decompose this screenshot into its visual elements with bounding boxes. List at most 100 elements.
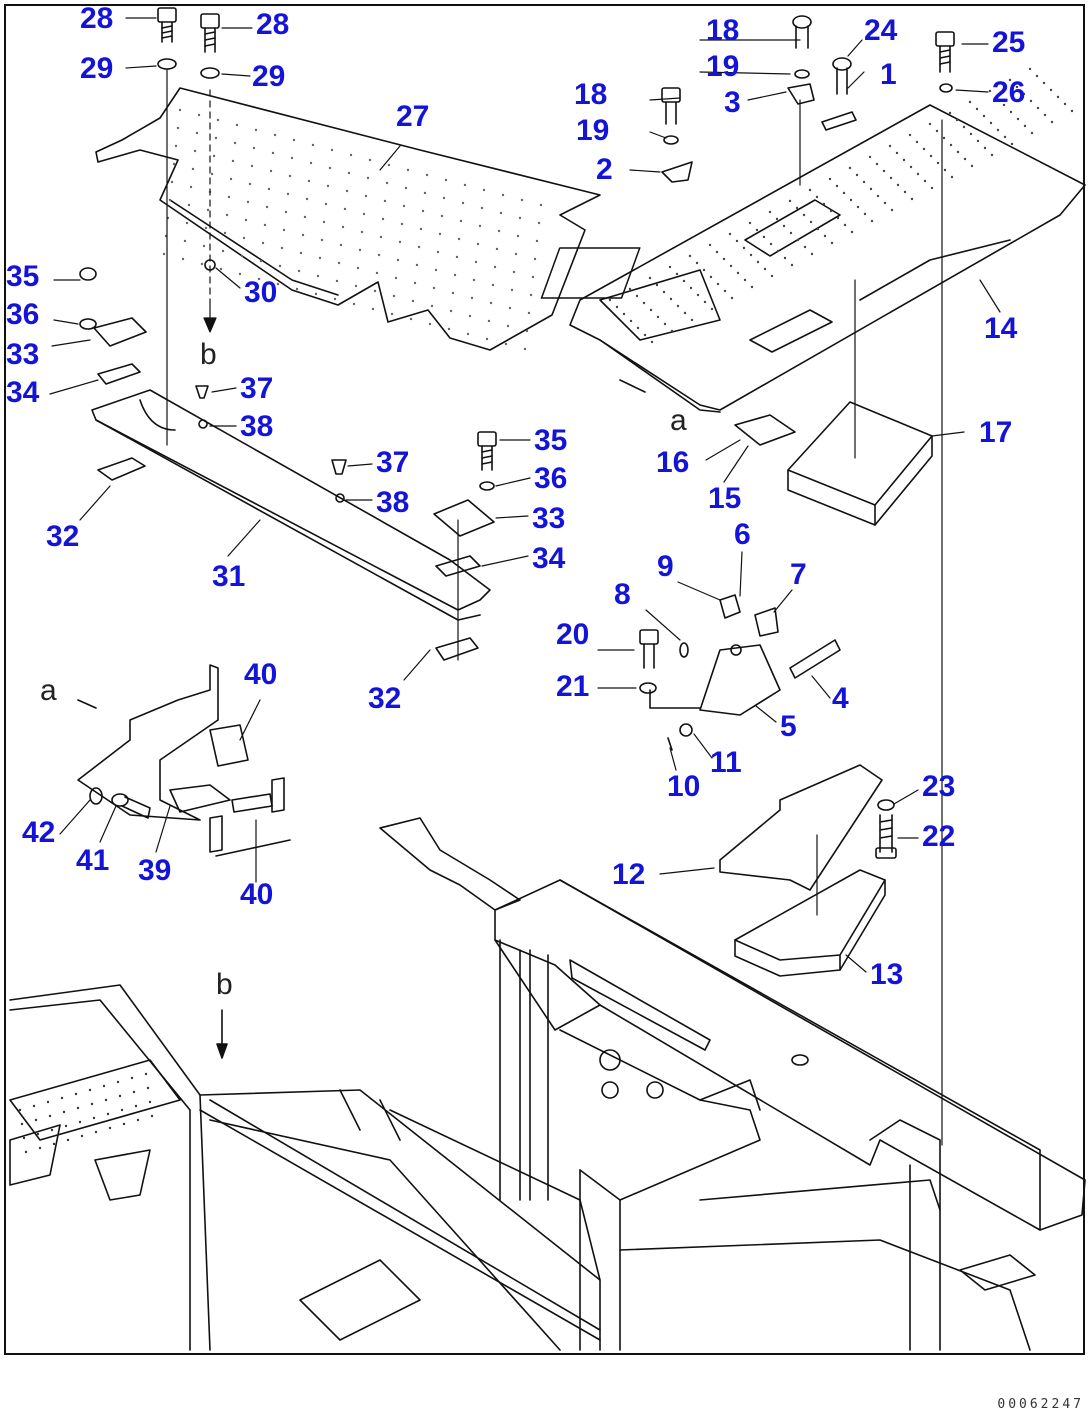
- console-hole: [709, 275, 713, 279]
- grate-hole: [24, 1150, 28, 1154]
- plate-hole: [248, 182, 252, 186]
- console-hole: [762, 235, 766, 239]
- plate-hole: [354, 284, 358, 288]
- console-hole: [710, 307, 714, 311]
- part-label-13: 13: [870, 958, 904, 991]
- plate-hole: [432, 286, 436, 290]
- leader-line: [49, 379, 99, 395]
- leader-line: [155, 805, 171, 853]
- console-hole: [782, 224, 786, 228]
- console-hole: [629, 319, 633, 323]
- console-hole: [1030, 131, 1034, 135]
- grate-hole: [118, 1094, 122, 1098]
- plate-hole: [537, 221, 541, 225]
- console-hole: [648, 276, 652, 280]
- plate-hole: [295, 287, 299, 291]
- grate-hole: [150, 1114, 154, 1118]
- console-hole: [930, 186, 934, 190]
- plate-hole: [489, 301, 493, 305]
- console-hole: [922, 147, 926, 151]
- grate-hole: [132, 1090, 136, 1094]
- console-hole: [608, 298, 612, 302]
- plate-hole: [200, 262, 204, 266]
- console-hole: [1023, 124, 1027, 128]
- plate-hole: [352, 302, 356, 306]
- part-label-35: 35: [6, 260, 40, 293]
- plate-hole: [299, 251, 303, 255]
- plate-hole: [273, 133, 277, 137]
- plate-hole: [381, 217, 385, 221]
- leader-line: [645, 609, 681, 641]
- grate-hole: [116, 1080, 120, 1084]
- part-label-30: 30: [244, 276, 278, 309]
- bolt-35-left: [79, 267, 97, 281]
- plate-hole: [377, 253, 381, 257]
- leader-line: [677, 581, 721, 601]
- plate-hole: [204, 226, 208, 230]
- console-hole: [795, 206, 799, 210]
- plate-hole: [485, 337, 489, 341]
- plate-hole: [497, 229, 501, 233]
- plate-hole: [254, 128, 258, 132]
- plate-hole: [491, 283, 495, 287]
- plate-hole: [318, 256, 322, 260]
- console-hole: [796, 238, 800, 242]
- console-hole: [996, 128, 1000, 132]
- plate-hole: [240, 254, 244, 258]
- console-hole: [683, 311, 687, 315]
- console-hole: [1070, 109, 1074, 113]
- plate-hole: [417, 245, 421, 249]
- plate-hole: [261, 241, 265, 245]
- leader-line: [699, 71, 791, 75]
- plate-hole: [444, 178, 448, 182]
- plate-hole: [396, 258, 400, 262]
- console-hole: [963, 157, 967, 161]
- pad-34-right: [435, 555, 481, 577]
- part-label-28: 28: [256, 8, 290, 41]
- console-hole: [1016, 117, 1020, 121]
- console-hole: [789, 231, 793, 235]
- plate-hole: [290, 156, 294, 160]
- floor-plate-27: [95, 87, 601, 351]
- part-label-21: 21: [556, 670, 590, 703]
- console-hole: [676, 304, 680, 308]
- part-label-11: 11: [710, 746, 742, 779]
- console-hole: [970, 164, 974, 168]
- console-hole: [856, 205, 860, 209]
- leader-line: [495, 515, 529, 519]
- part-label-32: 32: [46, 520, 80, 553]
- console-hole: [783, 256, 787, 260]
- plate-hole: [472, 278, 476, 282]
- grate-hole: [102, 1084, 106, 1088]
- clip-30: [204, 259, 216, 271]
- plate-hole: [512, 270, 516, 274]
- part-label-35: 35: [534, 424, 568, 457]
- plate-hole: [337, 261, 341, 265]
- plate-hole: [356, 266, 360, 270]
- console-hole: [830, 241, 834, 245]
- grate-hole: [80, 1134, 84, 1138]
- part-label-36: 36: [534, 462, 568, 495]
- console-hole: [742, 246, 746, 250]
- cover-12: [719, 764, 883, 891]
- part-label-25: 25: [992, 26, 1026, 59]
- plate-hole: [364, 194, 368, 198]
- console-hole: [650, 340, 654, 344]
- plate-hole: [221, 249, 225, 253]
- grate-hole: [34, 1118, 38, 1122]
- part-label-2: 2: [596, 153, 613, 186]
- part-label-31: 31: [212, 560, 246, 593]
- plate-hole: [305, 197, 309, 201]
- leader-line: [847, 39, 863, 57]
- console-hole: [722, 257, 726, 261]
- plate-hole: [288, 174, 292, 178]
- console-hole: [990, 153, 994, 157]
- plate-hole: [514, 252, 518, 256]
- bolt-18-lower: [661, 87, 681, 125]
- grate-hole: [130, 1076, 134, 1080]
- grate-hole: [32, 1104, 36, 1108]
- plate-33-right: [433, 499, 495, 537]
- plate-hole: [455, 255, 459, 259]
- plate-hole: [219, 267, 223, 271]
- grate-hole: [38, 1146, 42, 1150]
